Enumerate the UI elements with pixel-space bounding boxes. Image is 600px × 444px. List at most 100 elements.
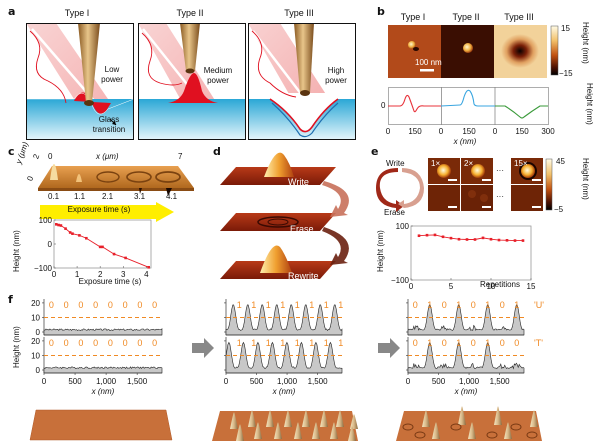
bit-label: 0 (514, 338, 519, 348)
panel-d-erase-surface (220, 213, 336, 231)
panel-e-label: e (371, 145, 379, 158)
panel-e-colorbar-label: Height (nm) (581, 158, 590, 200)
bit-label: 0 (442, 338, 447, 348)
x-tick-label: 500 (68, 377, 82, 386)
panel-b-xtick: 150 (462, 127, 476, 136)
bit-label: 0 (78, 338, 83, 348)
annotation-line2: power (325, 76, 347, 85)
y-tick-label: 100 (39, 216, 53, 225)
panel-b-colorbar (550, 25, 559, 76)
y-tick-label: 20 (31, 337, 40, 346)
height-profile (225, 304, 343, 336)
annotation-line1: High (327, 66, 345, 75)
data-point (417, 234, 421, 238)
y-tick-label: 0 (36, 366, 41, 375)
panel-c-3d-xend: 7 (178, 152, 183, 161)
nanostructure-spike (274, 422, 282, 439)
panel-f-arrow-2-icon (378, 338, 400, 358)
annotation-line1: Low (104, 65, 120, 74)
panel-e-cycle-arrows-icon (376, 168, 424, 212)
bit-label: 0 (413, 300, 418, 310)
bit-label: 0 (64, 300, 69, 310)
x-axis-label: x (nm) (272, 387, 296, 396)
bit-label: 1 (280, 338, 285, 348)
y-tick-label: 0 (36, 328, 41, 337)
panel-e-cycle-erase: Erase (384, 208, 405, 217)
panel-d-rewrite-surface (220, 245, 336, 279)
data-point (489, 237, 493, 241)
data-point (449, 236, 453, 240)
panel-a-type3-power-label: High power (320, 66, 352, 86)
panel-a-type2-diagram (138, 23, 246, 140)
bit-label: 0 (93, 300, 98, 310)
y-tick-label: 20 (31, 299, 40, 308)
nanostructure-spike (302, 410, 310, 427)
bit-label: 1 (338, 300, 343, 310)
profile-type3 (495, 105, 548, 119)
bit-label: 1 (485, 338, 490, 348)
x-tick-label: 1,500 (308, 377, 329, 386)
x-tick-label: 0 (409, 282, 414, 291)
bit-label: 1 (338, 338, 343, 348)
nanostructure-spike (530, 410, 538, 427)
annotation-line2: power (101, 75, 123, 84)
panel-b-label: b (377, 5, 385, 18)
data-point (57, 223, 60, 227)
bit-label: 1 (266, 300, 271, 310)
panel-a-type1-glass-label: Glass transition (86, 115, 132, 135)
data-point (425, 233, 429, 237)
x-tick-label: 1,500 (490, 377, 511, 386)
data-point (505, 239, 509, 242)
panel-e-ellipsis: ··· (496, 192, 504, 201)
nanostructure-spike (312, 422, 320, 439)
x-tick-label: 3 (121, 270, 126, 279)
x-tick-label: 0 (224, 377, 229, 386)
nanostructure-spike (458, 406, 466, 425)
panel-f-arrow-1-icon (192, 338, 214, 358)
x-tick-label: 5 (449, 282, 454, 291)
x-tick-label: 2 (98, 270, 103, 279)
panel-b-type3-title: Type III (504, 12, 534, 22)
bit-label: 0 (137, 300, 142, 310)
panel-f-surface-encoded (396, 406, 542, 441)
bit-label: 1 (324, 300, 329, 310)
bit-label: 1 (456, 300, 461, 310)
series-line (418, 234, 523, 242)
bit-label: 0 (64, 338, 69, 348)
panel-e-image-label: 15× (514, 159, 528, 168)
nanostructure-spike (432, 422, 440, 439)
panel-b-ytick-0: 0 (381, 101, 386, 110)
panel-e-ellipsis: ··· (496, 166, 504, 175)
panel-e-xlabel: Repetitions (479, 280, 521, 289)
plot-frame (53, 219, 152, 269)
panel-e-cycle-write: Write (386, 159, 405, 168)
x-tick-label: 0 (42, 377, 47, 386)
x-tick-label: 1,000 (277, 377, 298, 386)
bit-label: 0 (123, 300, 128, 310)
x-axis-label: x (nm) (454, 387, 478, 396)
x-tick-label: 500 (432, 377, 446, 386)
x-tick-label: 4 (144, 270, 149, 279)
panel-d-step-write: Write (288, 177, 309, 187)
bit-label: 1 (427, 300, 432, 310)
panel-e-afm-images (428, 158, 543, 211)
panel-d-arrow-write-erase (322, 181, 349, 217)
y-tick-label: 0 (48, 240, 53, 249)
annotation-line2: power (207, 76, 229, 85)
nanostructure-spike (294, 422, 302, 439)
panel-b-xtick: 0 (492, 127, 498, 136)
bit-label: 0 (108, 338, 113, 348)
plot-frame (410, 225, 532, 281)
bit-label: 0 (152, 338, 157, 348)
bit-label: 0 (152, 300, 157, 310)
data-point (71, 232, 74, 235)
x-tick-label: 1 (75, 270, 80, 279)
x-tick-label: 10 (487, 282, 496, 291)
bit-label: 0 (123, 338, 128, 348)
panel-f-surface-blank (29, 409, 173, 441)
note-line2: transition (92, 125, 126, 134)
panel-d-write-surface (220, 152, 336, 185)
panel-a-type1-diagram (26, 23, 135, 140)
panel-e-colorbar-min: −5 (554, 205, 564, 214)
